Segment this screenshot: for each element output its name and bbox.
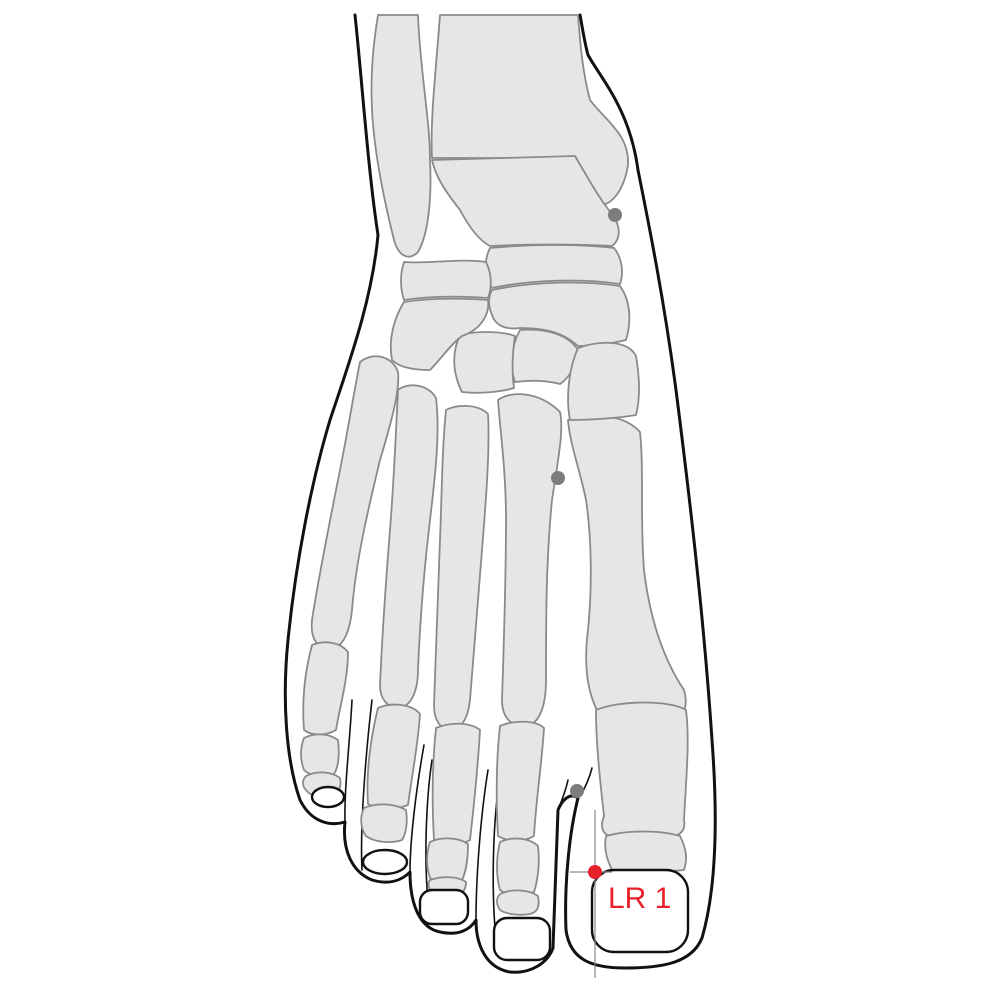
- fibula-bone: [370, 14, 432, 258]
- toenail-5: [310, 785, 346, 809]
- metatarsal-4: [379, 384, 439, 709]
- proximal-phalanx-1: [595, 701, 689, 839]
- middle-phalanx-2: [496, 837, 540, 896]
- toenail-4: [361, 848, 409, 876]
- toenail-3: [418, 888, 470, 926]
- reference-point-dorsum: [551, 471, 565, 485]
- middle-phalanx-5: [300, 733, 340, 777]
- toenail-1: [590, 868, 690, 954]
- distal-phalanx-2: [496, 889, 540, 916]
- proximal-phalanx-3: [431, 722, 481, 846]
- lateral-tarsal-bone: [389, 297, 490, 371]
- target-acupoint: LR 1: [588, 865, 671, 915]
- lateral-cuneiform-bone: [453, 331, 516, 394]
- toe-cleft-line-7: [557, 779, 569, 811]
- navicular-bone: [484, 244, 623, 289]
- reference-point-ankle: [608, 208, 622, 222]
- metatarsal-3: [433, 405, 490, 731]
- proximal-phalanx-4: [366, 703, 421, 810]
- medial-cuneiform-bone: [488, 281, 631, 347]
- medial-cuneiform-head-bone: [567, 341, 640, 421]
- proximal-phalanx-5: [302, 641, 349, 736]
- proximal-phalanx-2: [495, 720, 545, 842]
- toe-cleft-line-3: [409, 744, 425, 873]
- toe-cleft-line-4: [425, 759, 433, 901]
- middle-phalanx-3: [426, 837, 469, 884]
- toe-cleft-line-2: [360, 699, 373, 871]
- reference-points: [551, 208, 622, 798]
- lr1-point-marker: [588, 865, 602, 879]
- toe-cleft-line-1: [344, 699, 353, 823]
- metatarsal-2: [497, 393, 563, 728]
- reference-point-toe-web: [570, 784, 584, 798]
- cuboid-bone: [400, 259, 492, 301]
- middle-phalanx-4: [360, 803, 408, 843]
- foot-skeleton: [300, 14, 690, 962]
- toenail-2: [492, 916, 552, 962]
- toe-cleft-line-5: [475, 769, 489, 921]
- lr1-point-label: LR 1: [608, 882, 671, 915]
- tibia-bone: [430, 14, 629, 206]
- distal-phalanx-1: [604, 830, 687, 873]
